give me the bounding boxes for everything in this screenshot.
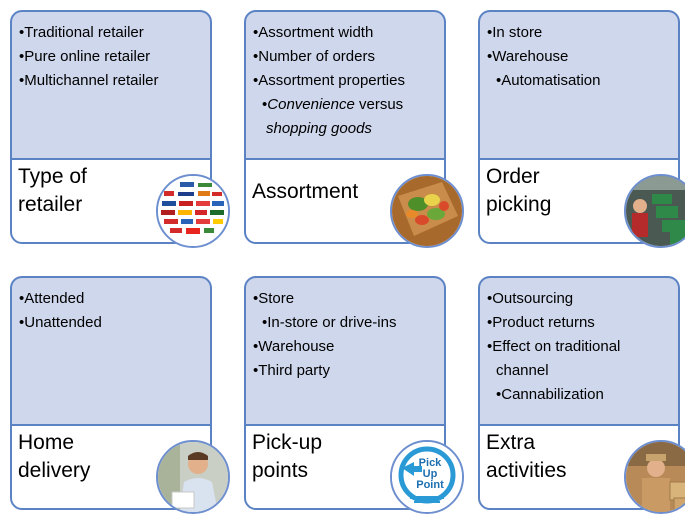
card-label: Home delivery <box>18 431 91 482</box>
card-items-panel: •Attended •Unattended <box>10 276 212 424</box>
worker-with-boxes-icon <box>624 440 685 514</box>
list-item: channel <box>496 362 549 379</box>
list-item: •Number of orders <box>253 48 375 65</box>
card-type-of-retailer: •Traditional retailer •Pure online retai… <box>10 10 230 248</box>
svg-text:Up: Up <box>423 468 438 480</box>
list-item: •Assortment properties <box>253 72 405 89</box>
pick-up-point-logo-icon: Pick Up Point <box>390 440 464 514</box>
list-item: •Multichannel retailer <box>19 72 159 89</box>
svg-text:Pick: Pick <box>419 457 443 469</box>
list-item: •Outsourcing <box>487 290 574 307</box>
list-item: •Unattended <box>19 314 102 331</box>
list-item: •Product returns <box>487 314 595 331</box>
card-label: Assortment <box>252 180 359 203</box>
card-home-delivery: •Attended •Unattended Home delivery <box>10 276 230 514</box>
card-label: Extra activities <box>486 431 567 482</box>
card-items-panel: •Assortment width •Number of orders •Ass… <box>244 10 446 158</box>
list-item: •Attended <box>19 290 85 307</box>
card-items-panel: •In store •Warehouse •Automatisation <box>478 10 680 158</box>
list-item: •Store <box>253 290 295 307</box>
card-label: Order picking <box>486 165 552 216</box>
card-extra-activities: •Outsourcing •Product returns •Effect on… <box>478 276 685 514</box>
vegetable-box-icon <box>390 174 464 248</box>
card-label: Pick-up points <box>252 431 323 482</box>
card-pick-up-points: •Store •In-store or drive-ins •Warehouse… <box>244 276 464 514</box>
list-item: •Assortment width <box>253 24 374 41</box>
warehouse-crates-icon <box>624 174 685 248</box>
list-item: •Traditional retailer <box>19 24 144 41</box>
card-items-panel: •Outsourcing •Product returns •Effect on… <box>478 276 680 424</box>
card-items-panel: •Traditional retailer •Pure online retai… <box>10 10 212 158</box>
retailer-logos-icon <box>156 174 230 248</box>
card-assortment: •Assortment width •Number of orders •Ass… <box>244 10 464 248</box>
list-item: •Automatisation <box>496 72 601 89</box>
card-order-picking: •In store •Warehouse •Automatisation Ord… <box>478 10 685 248</box>
card-items-panel: •Store •In-store or drive-ins •Warehouse… <box>244 276 446 424</box>
delivery-person-icon <box>156 440 230 514</box>
list-item: •Cannabilization <box>496 386 604 403</box>
list-item: shopping goods <box>266 120 372 137</box>
list-item: •In-store or drive-ins <box>262 314 397 331</box>
list-item: •Pure online retailer <box>19 48 151 65</box>
list-item: •Third party <box>253 362 330 379</box>
list-item: •Effect on traditional <box>487 338 621 355</box>
list-item: •Convenience versus <box>262 96 404 113</box>
list-item: •In store <box>487 24 543 41</box>
card-label: Type of retailer <box>18 165 87 216</box>
list-item: •Warehouse <box>253 338 335 355</box>
svg-text:Point: Point <box>416 479 444 491</box>
list-item: •Warehouse <box>487 48 569 65</box>
